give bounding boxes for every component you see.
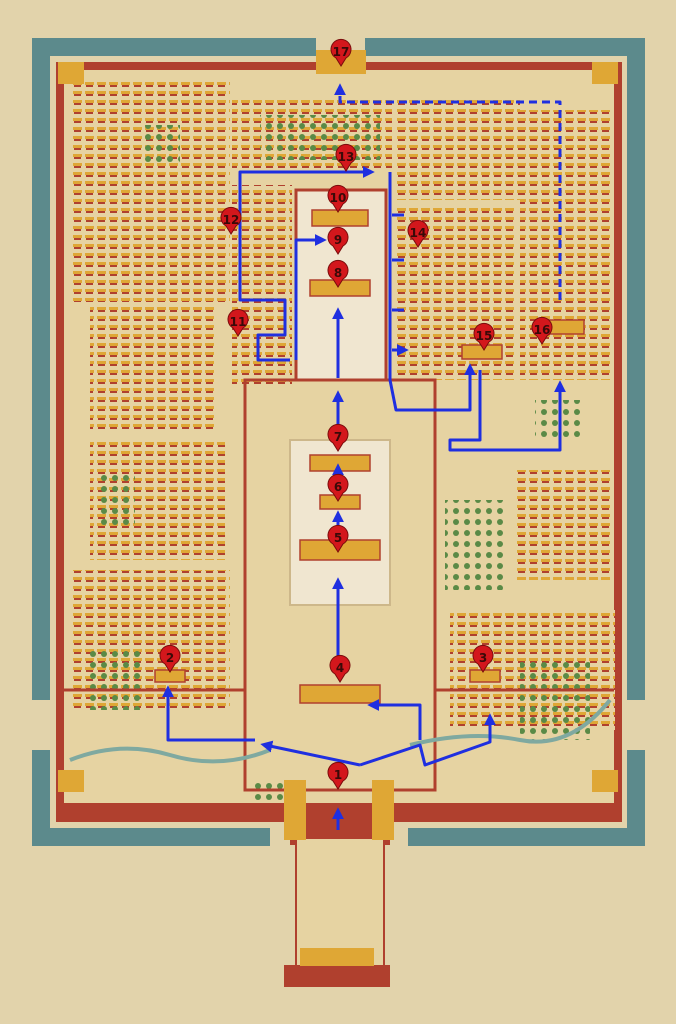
- inner-golden-water-river-east: [409, 698, 612, 747]
- hall-roof-icon: [284, 780, 306, 840]
- marker-number: 13: [338, 150, 355, 164]
- route-stop-marker-12[interactable]: 12: [220, 206, 242, 235]
- marker-number: 7: [334, 430, 342, 444]
- route-stop-marker-7[interactable]: 7: [327, 423, 349, 452]
- northwest-palaces: [70, 82, 230, 302]
- marker-number: 1: [334, 768, 342, 782]
- route-stop-marker-17[interactable]: 17: [330, 38, 352, 67]
- marker-number: 15: [476, 329, 493, 343]
- tour-route: [162, 83, 566, 830]
- route-line: [238, 166, 375, 362]
- route-stop-marker-13[interactable]: 13: [335, 143, 357, 172]
- corner-tower-ne: [592, 62, 618, 84]
- route-line: [388, 172, 476, 412]
- marker-number: 8: [334, 266, 342, 280]
- corner-tower-se: [592, 770, 618, 792]
- route-stop-marker-4[interactable]: 4: [329, 654, 351, 683]
- map-pin-icon: [327, 259, 349, 288]
- east-complex: [520, 110, 610, 380]
- map-pin-icon: [472, 644, 494, 673]
- route-line: [162, 685, 255, 742]
- tree-icon: [520, 660, 590, 740]
- map-pin-icon: [327, 184, 349, 213]
- route-line: [334, 83, 562, 300]
- marker-number: 11: [230, 315, 247, 329]
- route-line: [294, 234, 327, 360]
- marker-number: 5: [334, 531, 342, 545]
- west-palace-block: [90, 305, 215, 430]
- marker-number: 9: [334, 233, 342, 247]
- route-stop-marker-6[interactable]: 6: [327, 473, 349, 502]
- marker-number: 2: [166, 651, 174, 665]
- tree-groves: [90, 115, 590, 800]
- route-line: [367, 699, 422, 740]
- tree-icon: [260, 115, 380, 160]
- route-stop-marker-9[interactable]: 9: [327, 226, 349, 255]
- hall-roof-icon: [372, 780, 394, 840]
- map-pin-icon: [327, 524, 349, 553]
- corner-tower-sw: [58, 770, 84, 792]
- route-stop-marker-11[interactable]: 11: [227, 308, 249, 337]
- building-districts: [70, 82, 615, 730]
- route-stop-marker-5[interactable]: 5: [327, 524, 349, 553]
- map-pin-icon: [227, 308, 249, 337]
- route-line: [448, 370, 566, 452]
- map-pin-icon: [335, 143, 357, 172]
- tree-icon: [90, 650, 140, 710]
- map-pin-icon: [407, 219, 429, 248]
- hall-roof-icon: [309, 454, 371, 472]
- north-east-buildings: [395, 100, 520, 200]
- hall-roof-icon: [300, 948, 374, 966]
- map-pin-icon: [329, 654, 351, 683]
- route-stop-marker-10[interactable]: 10: [327, 184, 349, 213]
- east-inner-block: [515, 470, 610, 580]
- moat-sw: [32, 750, 270, 846]
- tree-icon: [140, 125, 180, 165]
- marker-number: 6: [334, 480, 342, 494]
- tree-icon: [445, 500, 505, 590]
- route-stop-marker-8[interactable]: 8: [327, 259, 349, 288]
- hall-roof-icon: [469, 669, 501, 683]
- route-line: [260, 740, 361, 767]
- map-pin-icon: [531, 316, 553, 345]
- marker-number: 10: [330, 191, 347, 205]
- route-line: [392, 213, 404, 350]
- inner-golden-water-river: [69, 746, 271, 764]
- inner-walls: [64, 378, 614, 792]
- route-line: [359, 713, 496, 767]
- marker-number: 17: [333, 45, 350, 59]
- map-pin-icon: [327, 473, 349, 502]
- south-approach: [295, 837, 385, 969]
- marker-number: 3: [479, 651, 487, 665]
- map-pin-icon: [159, 644, 181, 673]
- tree-icon: [100, 470, 135, 530]
- map-pin-icon: [330, 38, 352, 67]
- map-pin-icon: [327, 423, 349, 452]
- map-pin-icon: [473, 322, 495, 351]
- marker-number: 12: [223, 213, 240, 227]
- hall-roof-icon: [299, 684, 381, 704]
- route-stop-marker-16[interactable]: 16: [531, 316, 553, 345]
- route-stop-marker-3[interactable]: 3: [472, 644, 494, 673]
- south-gate-wall: [284, 965, 390, 987]
- map-pin-icon: [327, 226, 349, 255]
- moat-se: [408, 750, 645, 846]
- corner-tower-nw: [58, 62, 84, 84]
- marker-number: 14: [410, 226, 427, 240]
- route-stop-marker-2[interactable]: 2: [159, 644, 181, 673]
- marker-number: 16: [534, 323, 551, 337]
- hall-roof-icon: [311, 209, 369, 227]
- route-stop-marker-15[interactable]: 15: [473, 322, 495, 351]
- route-stop-marker-1[interactable]: 1: [327, 761, 349, 790]
- map-pin-icon: [327, 761, 349, 790]
- map-pin-icon: [220, 206, 242, 235]
- route-stop-marker-14[interactable]: 14: [407, 219, 429, 248]
- west-six-palaces: [232, 185, 292, 385]
- marker-number: 4: [336, 661, 344, 675]
